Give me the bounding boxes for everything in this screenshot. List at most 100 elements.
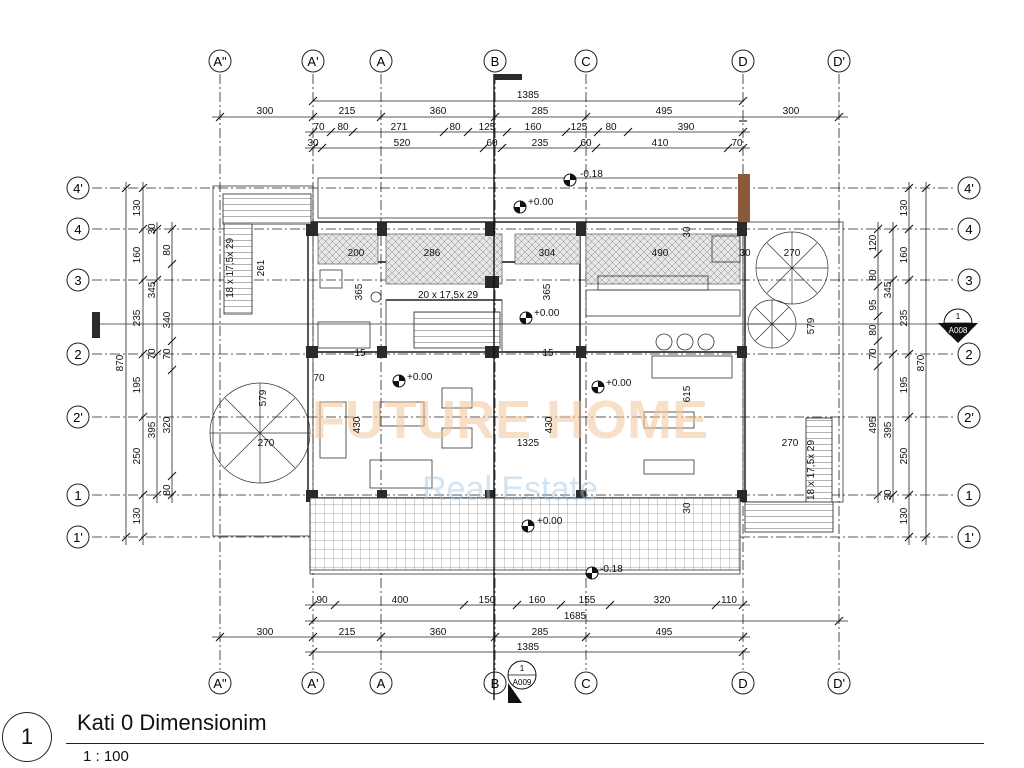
grid-bubbles-left: 4' 4 3 2 2' 1 1' — [66, 176, 90, 549]
svg-text:+0.00: +0.00 — [528, 197, 554, 208]
svg-text:B: B — [491, 54, 500, 69]
svg-text:300: 300 — [783, 106, 800, 117]
level-marker: +0.00 — [519, 308, 560, 325]
svg-text:A': A' — [307, 54, 318, 69]
svg-text:320: 320 — [654, 595, 671, 606]
svg-text:320: 320 — [162, 416, 173, 433]
wall-column — [485, 276, 499, 288]
svg-text:D': D' — [833, 676, 845, 691]
grid-bubble-col-b-bottom: B — [483, 671, 507, 695]
svg-text:270: 270 — [258, 438, 275, 449]
wall-column — [485, 490, 495, 502]
level-marker: +0.00 — [513, 197, 554, 214]
svg-text:870: 870 — [916, 354, 927, 371]
svg-text:215: 215 — [339, 627, 356, 638]
hatched-kitchen-zone — [585, 233, 741, 285]
bottom-dimensions: 90 400 150 160 155 320 110 1685 300 215 … — [212, 595, 848, 657]
svg-text:195: 195 — [132, 376, 143, 393]
svg-text:15: 15 — [542, 348, 554, 359]
svg-text:70: 70 — [147, 348, 158, 360]
svg-text:579: 579 — [258, 389, 269, 406]
title-divider — [66, 743, 984, 744]
wall-column — [377, 222, 387, 236]
svg-text:261: 261 — [256, 259, 267, 276]
svg-text:250: 250 — [899, 447, 910, 464]
watermark-sub-text: Real Estate — [422, 470, 598, 508]
svg-text:+0.00: +0.00 — [407, 372, 433, 383]
svg-text:285: 285 — [532, 627, 549, 638]
svg-text:2: 2 — [74, 347, 81, 362]
grid-bubble-row-2p-right: 2' — [957, 405, 981, 429]
svg-text:160: 160 — [132, 246, 143, 263]
svg-text:410: 410 — [652, 138, 669, 149]
stair-labels: 18 x 17,5x 29 20 x 17,5x 29 18 x 17,5x 2… — [225, 238, 817, 500]
view-title: Kati 0 Dimensionim — [77, 710, 267, 735]
left-dimensions: 130 160 345 235 195 250 130 870 30 80 70… — [115, 182, 177, 545]
svg-text:A009: A009 — [513, 678, 532, 687]
svg-text:D: D — [738, 676, 747, 691]
svg-text:271: 271 — [391, 122, 408, 133]
svg-text:130: 130 — [899, 507, 910, 524]
wall-column — [306, 222, 318, 236]
svg-text:1325: 1325 — [517, 438, 540, 449]
hatched-bath-zone — [317, 233, 379, 265]
svg-text:160: 160 — [525, 122, 542, 133]
svg-text:80: 80 — [868, 324, 879, 336]
fridge — [711, 235, 741, 263]
section-mark-top — [494, 74, 522, 80]
svg-text:495: 495 — [656, 106, 673, 117]
grid-bubble-col-a1: A' — [301, 49, 325, 73]
wall-column — [306, 346, 318, 358]
svg-text:30: 30 — [682, 226, 693, 238]
svg-text:365: 365 — [542, 283, 553, 300]
wall-column — [485, 222, 495, 236]
left-exterior-stairs — [222, 193, 312, 225]
section-marker-a008[interactable]: 1 A008 — [938, 308, 978, 343]
grid-bubble-row-2p: 2' — [66, 405, 90, 429]
svg-text:90: 90 — [316, 595, 328, 606]
svg-text:A': A' — [307, 676, 318, 691]
wall-column — [377, 346, 387, 358]
drawing-scale: 1 : 100 — [83, 748, 129, 765]
svg-text:286: 286 — [424, 248, 441, 259]
svg-text:A": A" — [213, 676, 227, 691]
room-dimensions: 200 286 304 490 270 365 365 261 579 579 … — [256, 226, 817, 514]
svg-text:95: 95 — [868, 299, 879, 311]
grid-bubble-col-a2: A" — [208, 49, 232, 73]
svg-text:345: 345 — [883, 281, 894, 298]
svg-text:360: 360 — [430, 627, 447, 638]
svg-text:125: 125 — [479, 122, 496, 133]
svg-text:160: 160 — [529, 595, 546, 606]
svg-text:155: 155 — [579, 595, 596, 606]
svg-text:1: 1 — [956, 312, 961, 321]
section-mark-left — [92, 312, 100, 338]
svg-text:250: 250 — [132, 447, 143, 464]
svg-text:2: 2 — [965, 347, 972, 362]
shower — [317, 321, 371, 349]
svg-text:125: 125 — [571, 122, 588, 133]
level-marker: -0.18 — [563, 169, 603, 187]
hatched-wall-zone — [385, 233, 503, 285]
svg-text:+0.00: +0.00 — [606, 378, 632, 389]
wall-column — [737, 222, 747, 236]
svg-text:270: 270 — [784, 248, 801, 259]
svg-text:C: C — [581, 676, 590, 691]
svg-text:+0.00: +0.00 — [534, 308, 560, 319]
svg-text:130: 130 — [132, 199, 143, 216]
svg-text:15: 15 — [354, 348, 366, 359]
stair-label-left: 18 x 17,5x 29 — [225, 238, 236, 298]
svg-text:1': 1' — [964, 530, 974, 545]
brown-wall-element — [738, 174, 750, 222]
svg-text:3: 3 — [74, 273, 81, 288]
svg-text:579: 579 — [806, 317, 817, 334]
svg-text:A: A — [377, 54, 386, 69]
level-marker: +0.00 — [392, 372, 433, 388]
plant-icon — [209, 382, 311, 484]
svg-text:1: 1 — [74, 488, 81, 503]
svg-text:80: 80 — [605, 122, 617, 133]
svg-text:4: 4 — [74, 222, 81, 237]
grid-bubble-col-d: D — [731, 49, 755, 73]
svg-text:130: 130 — [132, 507, 143, 524]
svg-text:30: 30 — [147, 223, 158, 235]
section-marker-a009[interactable]: 1 A009 — [507, 660, 537, 703]
